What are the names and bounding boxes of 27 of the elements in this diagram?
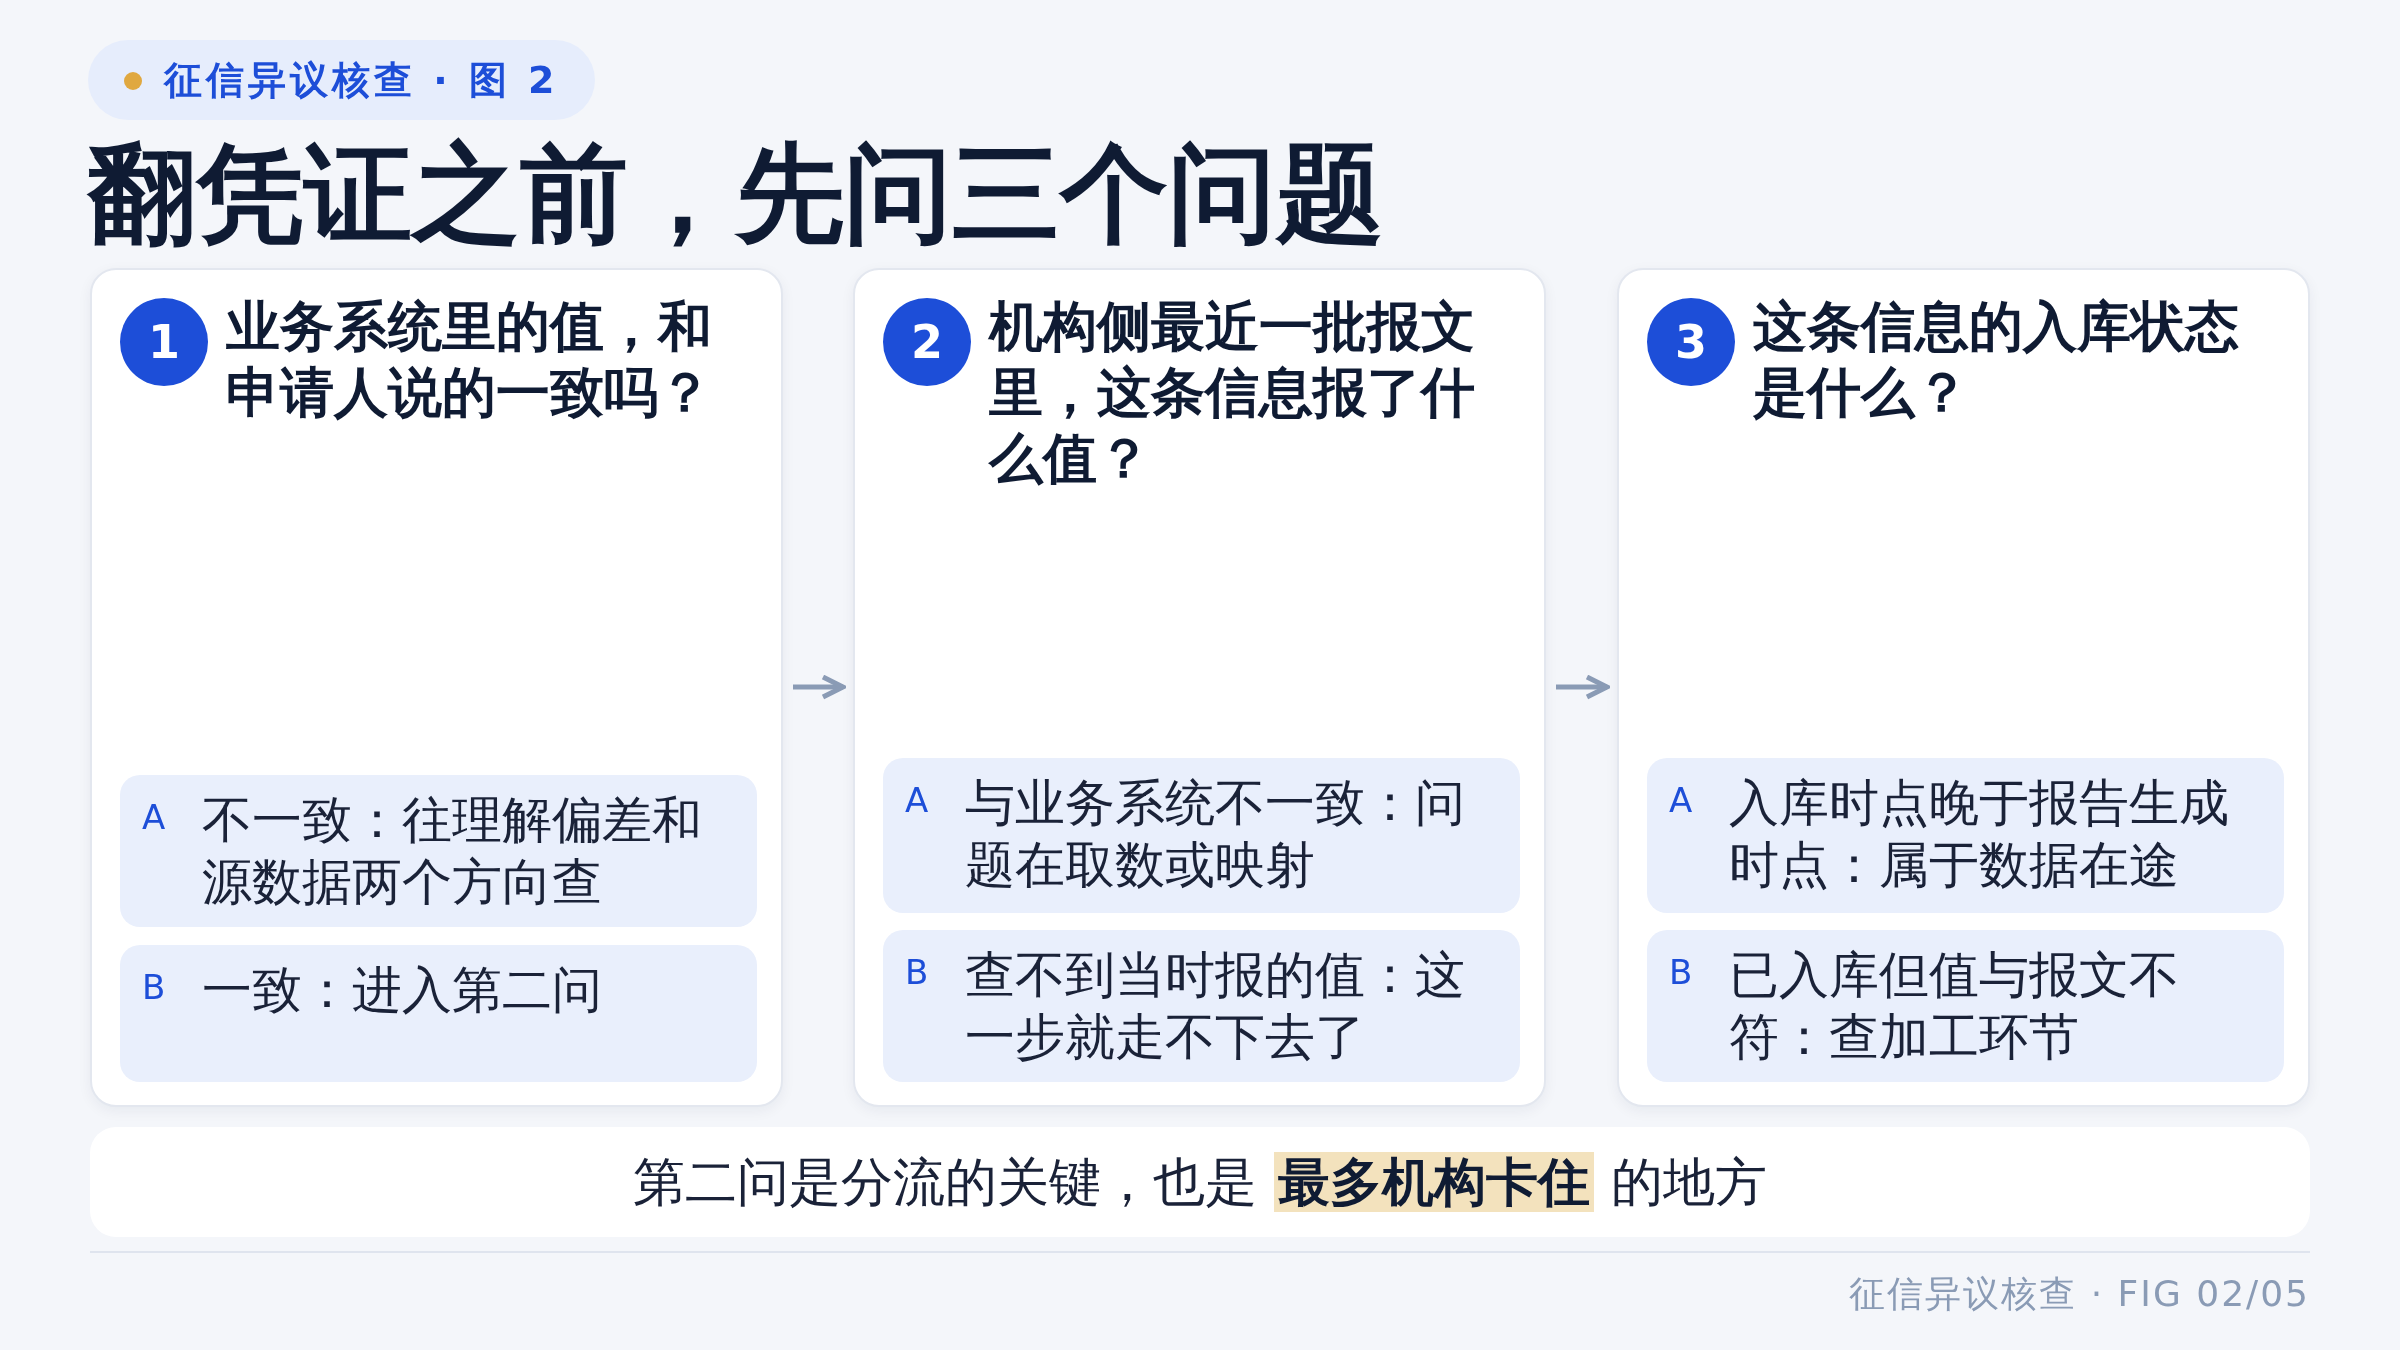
option-letter: A (905, 780, 929, 820)
tag-text: 征信异议核查 · 图 2 (164, 57, 559, 104)
option-letter: A (1669, 780, 1693, 820)
option-letter: B (1669, 952, 1693, 992)
step-number: 3 (1647, 298, 1735, 386)
arrow (793, 674, 846, 700)
question-text: 机构侧最近一批报文里，这条信息报了什么值？ (989, 294, 1476, 492)
option-text: 已入库但值与报文不符：查加工环节 (1729, 945, 2180, 1068)
question-text: 业务系统里的值，和申请人说的一致吗？ (226, 294, 713, 426)
footer-text: 征信异议核查 · FIG 02/05 (1849, 1272, 2310, 1316)
option-text: 一致：进入第二问 (202, 960, 603, 1021)
step-number: 1 (120, 298, 208, 386)
option-letter: B (905, 952, 929, 992)
question-card (853, 268, 1546, 1107)
title: 翻凭证之前，先问三个问题 (88, 130, 1384, 258)
option-text: 与业务系统不一致：问题在取数或映射 (965, 773, 1466, 896)
option-text: 入库时点晚于报告生成时点：属于数据在途 (1729, 773, 2230, 896)
option-text: 不一致：往理解偏差和源数据两个方向查 (202, 790, 703, 913)
question-card (1617, 268, 2310, 1107)
question-card (90, 268, 783, 1107)
question-text: 这条信息的入库状态是什么？ (1753, 294, 2240, 426)
step-number: 2 (883, 298, 971, 386)
note-text: 第二问是分流的关键，也是 最多机构卡住 的地方 (632, 1151, 1768, 1214)
option-letter: B (142, 967, 166, 1007)
option-text: 查不到当时报的值：这一步就走不下去了 (965, 945, 1466, 1068)
option-letter: A (142, 797, 166, 837)
arrow (1556, 674, 1610, 700)
